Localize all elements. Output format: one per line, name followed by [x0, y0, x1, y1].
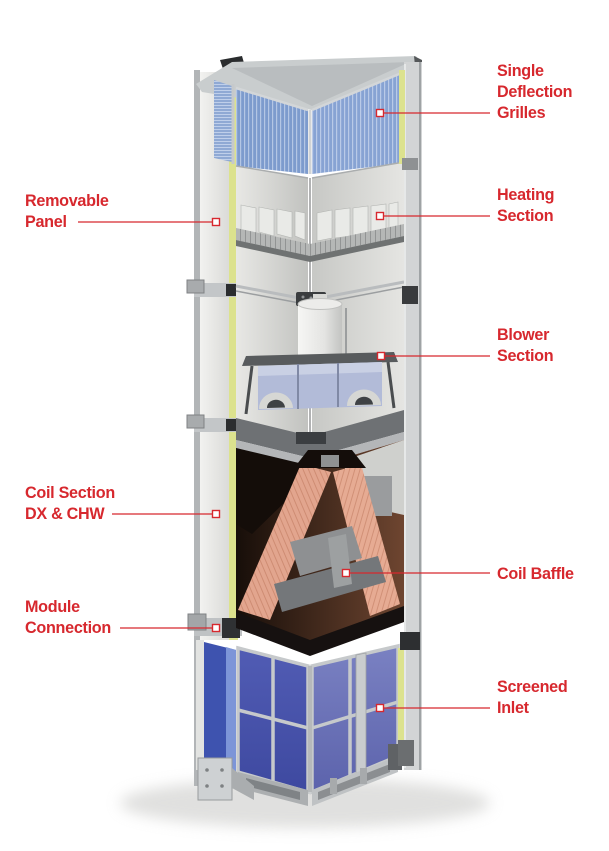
grille-section: [214, 70, 405, 174]
callout-marker: [375, 211, 385, 221]
callout-label: Heating: [497, 185, 555, 204]
callout-module-connection: Module Connection: [25, 596, 111, 638]
callout-marker: [376, 351, 386, 361]
corner-foot: [197, 757, 233, 801]
right-frame-post: [398, 62, 422, 770]
callout-label: Deflection: [497, 82, 573, 101]
callout-label: Section: [497, 206, 554, 225]
callout-label: Connection: [25, 618, 111, 637]
coil-baffle-plates: [274, 526, 386, 612]
screened-inlet-section: [196, 640, 402, 806]
blower-housing: [258, 362, 382, 410]
callout-label: Grilles: [497, 103, 546, 122]
removable-panel-column: [186, 56, 246, 786]
callout-label: Section: [497, 346, 554, 365]
callout-marker: [375, 703, 385, 713]
callout-screened-inlet: Screened Inlet: [497, 676, 568, 718]
heating-section: [236, 201, 404, 262]
callout-label: Blower: [497, 325, 550, 344]
callout-marker: [375, 108, 385, 118]
base-frame: [197, 744, 402, 806]
callout-label: Module: [25, 597, 80, 616]
blower-platform: [242, 352, 398, 366]
insulation-strip-left: [229, 78, 238, 640]
insulation-strip-right-bottom: [398, 648, 404, 756]
callout-label: DX & CHW: [25, 504, 105, 523]
callout-label: Coil Section: [25, 483, 115, 502]
callout-blower-section: Blower Section: [497, 324, 554, 366]
callout-marker: [211, 509, 221, 519]
module-connection-joint: [187, 613, 242, 638]
insulation-strip-right-top: [399, 70, 405, 164]
callout-coil-section-dx-chw: Coil Section DX & CHW: [25, 482, 115, 524]
inlet-right-face: [312, 646, 398, 792]
callout-label: Single: [497, 61, 544, 80]
inlet-center-post: [355, 652, 367, 776]
heating-fins: [240, 201, 399, 242]
callout-label: Removable: [25, 191, 109, 210]
coil-floor: [236, 606, 404, 656]
callout-single-deflection-grilles: Single Deflection Grilles: [497, 60, 573, 123]
callout-marker: [341, 568, 351, 578]
callout-removable-panel: Removable Panel: [25, 190, 109, 232]
callout-label: Inlet: [497, 698, 529, 717]
callout-label: Panel: [25, 212, 67, 231]
leader-lines: [78, 112, 490, 709]
coil-section: [236, 440, 404, 656]
callout-coil-baffle: Coil Baffle: [497, 563, 574, 584]
callout-markers: [211, 108, 386, 713]
callout-label: Screened: [497, 677, 568, 696]
blower-section: [236, 294, 404, 468]
callout-marker: [211, 217, 221, 227]
callout-heating-section: Heating Section: [497, 184, 555, 226]
callout-marker: [211, 623, 221, 633]
removable-panel-face: [200, 72, 229, 640]
callout-label: Coil Baffle: [497, 564, 574, 583]
